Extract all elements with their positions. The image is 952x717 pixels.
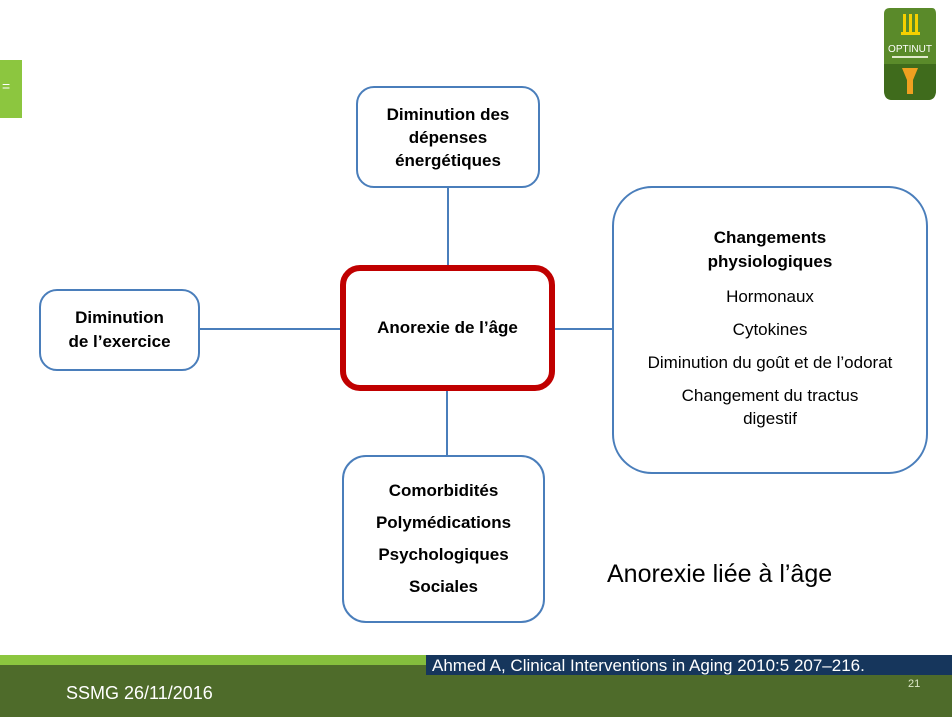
- connector-bottom: [446, 391, 448, 455]
- central-node-box: Anorexie de l’âge: [340, 265, 555, 391]
- energy-expenditure-line-3: énergétiques: [395, 150, 501, 170]
- connector-top: [447, 188, 449, 265]
- slide-number: 21: [908, 678, 921, 690]
- exercise-line-2: de l’exercice: [68, 332, 171, 351]
- comorbidities-item-3: Psychologiques: [378, 545, 509, 564]
- comorbidities-item-2: Polymédications: [375, 513, 512, 532]
- physiological-changes-title-line-1: Changements: [713, 227, 827, 247]
- footer-date: SSMG 26/11/2016: [66, 683, 213, 703]
- physiological-item-taste-smell: Diminution du goût et de l’odorat: [647, 352, 893, 372]
- left-edge-tab: [0, 60, 22, 118]
- central-node-label: Anorexie de l’âge: [377, 318, 518, 337]
- energy-expenditure-line-2: dépenses: [408, 127, 488, 147]
- optinut-logo: OPTINUT: [884, 8, 936, 100]
- comorbidities-box: Comorbidités Polymédications Psychologiq…: [342, 455, 545, 623]
- connector-left: [200, 328, 340, 330]
- physiological-item-hormones: Hormonaux: [726, 286, 814, 306]
- optinut-logo-text: OPTINUT: [888, 44, 932, 55]
- physiological-item-digestive-tract: Changement du tractus digestif: [681, 385, 859, 428]
- energy-expenditure-box: Diminution des dépenses énergétiques: [356, 86, 540, 188]
- exercise-line-1: Diminution: [75, 308, 164, 327]
- slide-caption: Anorexie liée à l’âge: [607, 560, 833, 588]
- left-edge-tab-marker: =: [2, 78, 11, 94]
- physiological-item-cytokines: Cytokines: [732, 319, 808, 339]
- reference-banner: [426, 655, 952, 675]
- reference-citation: Ahmed A, Clinical Interventions in Aging…: [432, 656, 865, 675]
- physiological-changes-title: Changements physiologiques: [708, 226, 833, 274]
- physiological-changes-box: Changements physiologiques Hormonaux Cyt…: [612, 186, 928, 474]
- comorbidities-item-4: Sociales: [409, 577, 478, 596]
- physiological-changes-title-line-2: physiologiques: [707, 251, 833, 271]
- connector-right: [555, 328, 612, 330]
- comorbidities-item-1: Comorbidités: [388, 481, 499, 500]
- exercise-box: Diminution de l’exercice: [39, 289, 200, 371]
- energy-expenditure-line-1: Diminution des: [386, 104, 510, 124]
